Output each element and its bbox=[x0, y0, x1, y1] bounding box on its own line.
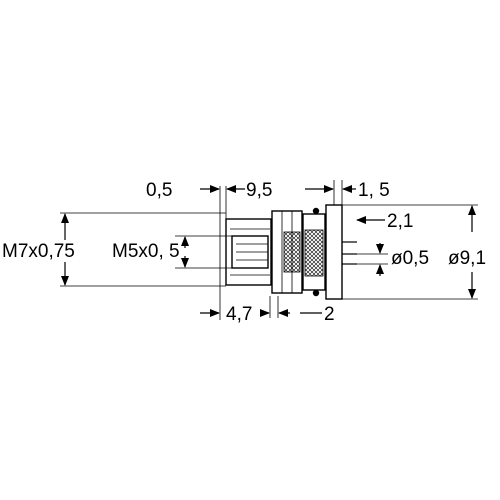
dim-label-4-7: 4,7 bbox=[226, 304, 252, 325]
dim-label-dia-9-1: ø9,1 bbox=[448, 248, 486, 269]
dim-label-1-5: 1, 5 bbox=[358, 180, 390, 201]
flange-hatch-section bbox=[304, 229, 324, 277]
dim-label-m7: M7x0,75 bbox=[2, 241, 75, 262]
dimension-arrows bbox=[61, 185, 476, 317]
dim-label-dia-0-5: ø0,5 bbox=[391, 248, 429, 269]
dim-label-2-1: 2,1 bbox=[387, 211, 413, 232]
dim-label-9-5: 9,5 bbox=[246, 180, 272, 201]
dim-label-m5: M5x0, 5 bbox=[112, 241, 180, 262]
o-ring-bottom bbox=[312, 289, 320, 297]
extension-lines bbox=[60, 180, 478, 320]
rear-plate bbox=[325, 204, 343, 300]
connector-body bbox=[225, 204, 357, 300]
o-ring-top bbox=[312, 207, 320, 215]
dim-label-0-5: 0,5 bbox=[146, 180, 172, 201]
nut-hatch-section bbox=[283, 231, 301, 273]
dim-label-2: 2 bbox=[324, 304, 335, 325]
